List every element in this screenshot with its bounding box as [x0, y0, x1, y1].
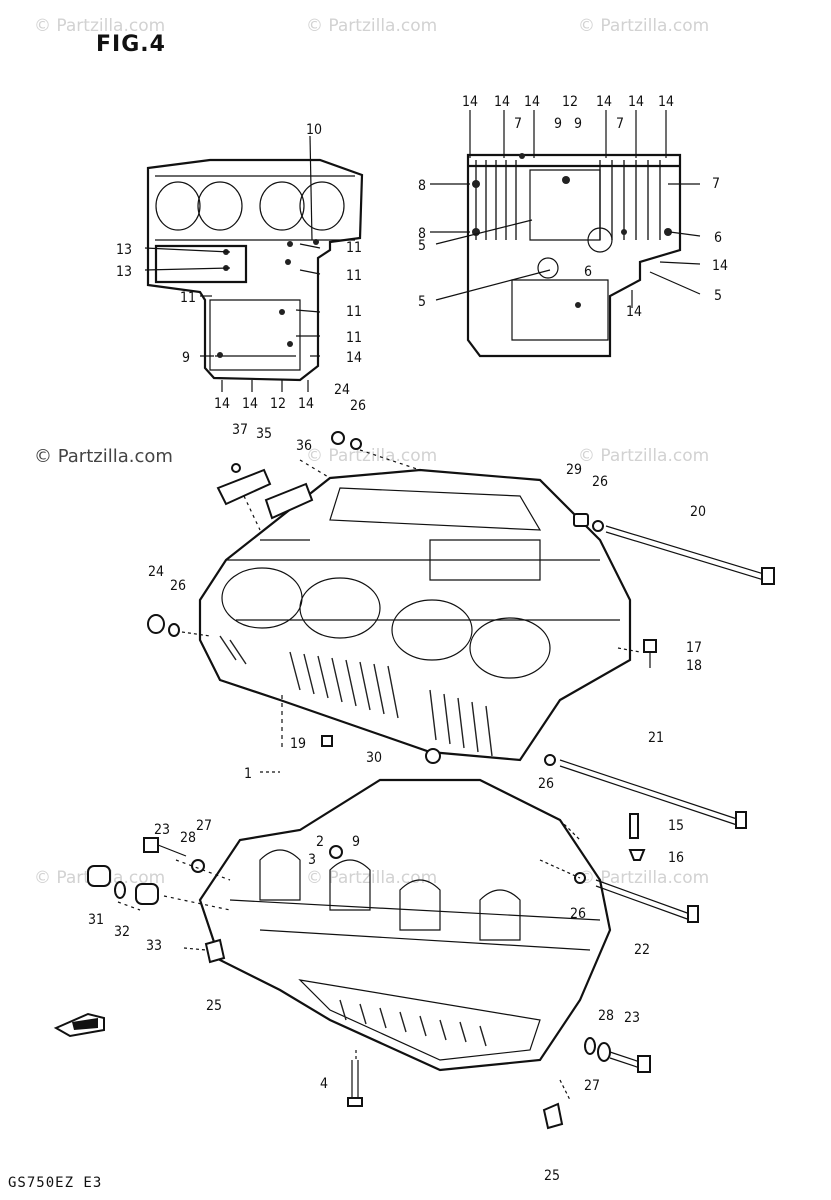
- watermark: © Partzilla.com: [34, 16, 166, 36]
- callout-label: 13: [116, 242, 132, 258]
- callout-label: 33: [146, 938, 162, 954]
- callout-label: 25: [206, 998, 222, 1014]
- callout-label: 12: [562, 94, 578, 110]
- callout-label: 6: [714, 230, 722, 246]
- front-direction-arrow-icon: [53, 1012, 105, 1038]
- callout-label: 12: [270, 396, 286, 412]
- callout-label: 28: [180, 830, 196, 846]
- callout-label: 11: [346, 268, 362, 284]
- callout-label: 2: [316, 834, 324, 850]
- callout-label: 14: [214, 396, 230, 412]
- callout-label: 28: [598, 1008, 614, 1024]
- watermark: © Partzilla.com: [306, 868, 438, 888]
- callout-label: 11: [346, 330, 362, 346]
- callout-label: 5: [418, 294, 426, 310]
- callout-label: 31: [88, 912, 104, 928]
- watermark: © Partzilla.com: [306, 446, 438, 466]
- watermark: © Partzilla.com: [578, 868, 710, 888]
- callout-label: 14: [346, 350, 362, 366]
- callout-label: 24: [148, 564, 164, 580]
- callout-label: 26: [170, 578, 186, 594]
- callout-label: 37: [232, 422, 248, 438]
- callout-label: 13: [116, 264, 132, 280]
- watermark-primary: © Partzilla.com: [34, 446, 173, 467]
- callout-label: 22: [634, 942, 650, 958]
- callout-label: 6: [584, 264, 592, 280]
- callout-label: 14: [712, 258, 728, 274]
- callout-label: 26: [350, 398, 366, 414]
- callout-label: 20: [690, 504, 706, 520]
- callout-label: 11: [346, 304, 362, 320]
- callout-label: 9: [182, 350, 190, 366]
- lower-crankcase: [87, 748, 747, 1130]
- callout-label: 8: [418, 178, 426, 194]
- callout-label: 19: [290, 736, 306, 752]
- callout-label: 8: [418, 226, 426, 242]
- callout-label: 15: [668, 818, 684, 834]
- callout-label: 26: [592, 474, 608, 490]
- callout-label: 27: [584, 1078, 600, 1094]
- callout-label: 14: [462, 94, 478, 110]
- figure-title: FIG.4: [96, 32, 166, 57]
- inset-top-left: [144, 135, 364, 392]
- upper-crankcase: [147, 431, 775, 773]
- callout-label: 26: [570, 906, 586, 922]
- watermark: © Partzilla.com: [306, 16, 438, 36]
- inset-top-right: [430, 110, 701, 358]
- callout-label: 1: [244, 766, 252, 782]
- callout-label: 10: [306, 122, 322, 138]
- callout-label: 7: [616, 116, 624, 132]
- callout-label: 5: [714, 288, 722, 304]
- callout-label: 5: [418, 238, 426, 254]
- callout-label: 24: [334, 382, 350, 398]
- callout-label: 27: [196, 818, 212, 834]
- callout-label: 25: [544, 1168, 560, 1184]
- callout-label: 23: [154, 822, 170, 838]
- callout-label: 17: [686, 640, 702, 656]
- callout-label: 9: [574, 116, 582, 132]
- callout-label: 4: [320, 1076, 328, 1092]
- callout-labels: 10 13 13 11 9 14 14 12 14 11 11 11 11 14…: [88, 94, 728, 1184]
- callout-label: 14: [242, 396, 258, 412]
- callout-label: 14: [658, 94, 674, 110]
- callout-label: 9: [352, 834, 360, 850]
- callout-label: 36: [296, 438, 312, 454]
- callout-label: 14: [596, 94, 612, 110]
- callout-label: 30: [366, 750, 382, 766]
- model-code: GS750EZ E3: [8, 1175, 103, 1191]
- callout-label: 18: [686, 658, 702, 674]
- callout-label: 9: [554, 116, 562, 132]
- watermark: © Partzilla.com: [578, 446, 710, 466]
- callout-label: 11: [346, 240, 362, 256]
- callout-label: 3: [308, 852, 316, 868]
- callout-label: 14: [494, 94, 510, 110]
- callout-label: 32: [114, 924, 130, 940]
- callout-label: 7: [712, 176, 720, 192]
- callout-label: 23: [624, 1010, 640, 1026]
- callout-label: 29: [566, 462, 582, 478]
- callout-label: 35: [256, 426, 272, 442]
- watermark: © Partzilla.com: [578, 16, 710, 36]
- callout-label: 14: [524, 94, 540, 110]
- callout-label: 21: [648, 730, 664, 746]
- callout-label: 14: [298, 396, 314, 412]
- callout-label: 11: [180, 290, 196, 306]
- callout-label: 26: [538, 776, 554, 792]
- callout-label: 7: [514, 116, 522, 132]
- callout-label: 14: [628, 94, 644, 110]
- callout-label: 16: [668, 850, 684, 866]
- callout-label: 14: [626, 304, 642, 320]
